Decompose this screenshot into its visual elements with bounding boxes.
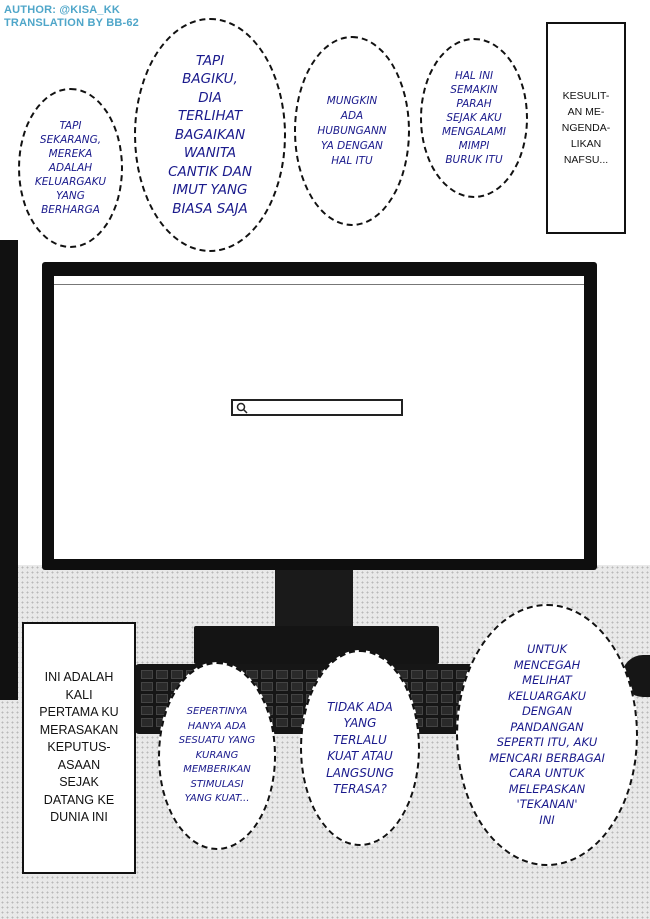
keyboard-key (276, 694, 288, 703)
bubble-text: UNTUK MENCEGAH MELIHAT KELUARGAKU DENGAN… (489, 642, 605, 827)
speech-bubble-tapi-sekarang: TAPI SEKARANG, MEREKA ADALAH KELUARGAKU … (18, 88, 123, 248)
keyboard-key (291, 706, 303, 715)
keyboard-key (426, 670, 438, 679)
pc-tower (0, 240, 18, 700)
monitor-stand-neck (275, 570, 353, 630)
keyboard-key (441, 718, 453, 727)
keyboard-key (411, 670, 423, 679)
speech-bubble-mungkin: MUNGKIN ADA HUBUNGANN YA DENGAN HAL ITU (294, 36, 410, 226)
bubble-text: TAPI BAGIKU, DIA TERLIHAT BAGAIKAN WANIT… (168, 52, 252, 217)
keyboard-key (441, 694, 453, 703)
narration-text: KESULIT- AN ME- NGENDA- LIKAN NAFSU... (561, 90, 611, 166)
keyboard-key (276, 706, 288, 715)
keyboard-key (141, 706, 153, 715)
monitor-screen (54, 276, 584, 559)
keyboard-key (141, 670, 153, 679)
bubble-text: TAPI SEKARANG, MEREKA ADALAH KELUARGAKU … (34, 120, 107, 216)
keyboard-key (141, 682, 153, 691)
keyboard-key (441, 670, 453, 679)
narration-text: INI ADALAH KALI PERTAMA KU MERASAKAN KEP… (39, 670, 119, 825)
bubble-text: TIDAK ADA YANG TERLALU KUAT ATAU LANGSUN… (326, 699, 394, 797)
keyboard-key (276, 670, 288, 679)
narration-box-ini-adalah: INI ADALAH KALI PERTAMA KU MERASAKAN KEP… (22, 622, 136, 874)
translation-credit: TRANSLATION BY BB-62 (4, 17, 139, 29)
search-bar (231, 399, 403, 416)
keyboard-key (291, 682, 303, 691)
search-icon (236, 402, 248, 414)
author-credit: AUTHOR: @KISA_KK (4, 4, 120, 16)
keyboard-key (156, 670, 168, 679)
narration-box-kesulitan: KESULIT- AN ME- NGENDA- LIKAN NAFSU... (546, 22, 626, 234)
credits: AUTHOR: @KISA_KK TRANSLATION BY BB-62 (4, 4, 139, 30)
bubble-text: HAL INI SEMAKIN PARAH SEJAK AKU MENGALAM… (441, 70, 507, 166)
monitor-stand-base (194, 626, 439, 664)
speech-bubble-tapi-bagiku: TAPI BAGIKU, DIA TERLIHAT BAGAIKAN WANIT… (134, 18, 286, 252)
keyboard-key (156, 694, 168, 703)
speech-bubble-sepertinya: SEPERTINYA HANYA ADA SESUATU YANG KURANG… (158, 662, 276, 850)
keyboard-key (441, 682, 453, 691)
keyboard-key (426, 706, 438, 715)
keyboard-key (426, 682, 438, 691)
bubble-text: MUNGKIN ADA HUBUNGANN YA DENGAN HAL ITU (317, 94, 387, 167)
keyboard-key (441, 706, 453, 715)
keyboard-key (291, 670, 303, 679)
speech-bubble-untuk: UNTUK MENCEGAH MELIHAT KELUARGAKU DENGAN… (456, 604, 638, 866)
keyboard-key (411, 682, 423, 691)
keyboard-key (291, 694, 303, 703)
keyboard-key (306, 670, 318, 679)
keyboard-key (141, 718, 153, 727)
keyboard-key (171, 670, 183, 679)
keyboard-key (426, 718, 438, 727)
keyboard-key (276, 718, 288, 727)
browser-toolbar-line (54, 284, 584, 285)
keyboard-key (141, 694, 153, 703)
keyboard-key (261, 682, 273, 691)
keyboard-key (261, 670, 273, 679)
keyboard-key (276, 682, 288, 691)
bubble-text: SEPERTINYA HANYA ADA SESUATU YANG KURANG… (178, 706, 256, 805)
keyboard-key (426, 694, 438, 703)
speech-bubble-hal-ini: HAL INI SEMAKIN PARAH SEJAK AKU MENGALAM… (420, 38, 528, 198)
keyboard-key (156, 682, 168, 691)
speech-bubble-tidak-ada: TIDAK ADA YANG TERLALU KUAT ATAU LANGSUN… (300, 650, 420, 846)
